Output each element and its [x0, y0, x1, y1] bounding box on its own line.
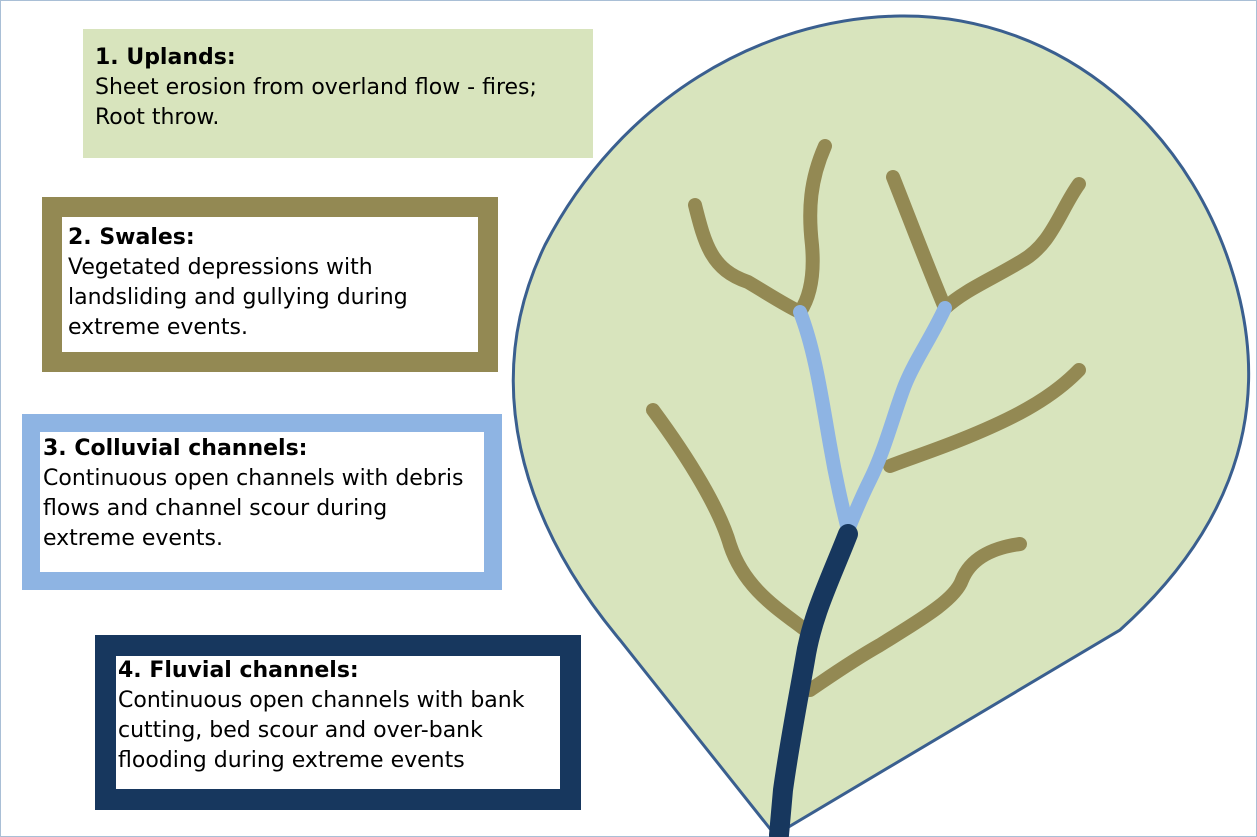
colluvial-channel — [841, 301, 952, 537]
swales-title: 2. Swales: — [68, 225, 195, 250]
uplands-title: 1. Uplands: — [95, 45, 236, 70]
swale-channel — [646, 403, 815, 639]
swale-channel — [886, 170, 952, 315]
fluvial-channels-description: Continuous open channels with bank cutti… — [118, 688, 525, 773]
colluvial-channels-box: 3. Colluvial channels: Continuous open c… — [22, 414, 502, 590]
swale-channel — [688, 198, 807, 319]
swale-channel — [793, 139, 832, 319]
fluvial-channels-title: 4. Fluvial channels: — [118, 658, 359, 683]
fluvial-channel — [769, 524, 858, 837]
colluvial-channel — [793, 305, 855, 537]
colluvial-channels-title: 3. Colluvial channels: — [43, 436, 308, 461]
swales-description: Vegetated depressions with landsliding a… — [68, 255, 408, 340]
swale-channel — [883, 363, 1086, 473]
watershed-basin — [511, 14, 1251, 837]
swale-channel — [803, 537, 1027, 697]
colluvial-channels-description: Continuous open channels with debris flo… — [43, 466, 464, 551]
uplands-description: Sheet erosion from overland flow - fires… — [95, 75, 537, 130]
swale-channel — [938, 177, 1086, 315]
swales-box: 2. Swales: Vegetated depressions with la… — [42, 197, 498, 372]
fluvial-channels-box: 4. Fluvial channels: Continuous open cha… — [95, 635, 581, 810]
uplands-box: 1. Uplands: Sheet erosion from overland … — [83, 29, 593, 158]
